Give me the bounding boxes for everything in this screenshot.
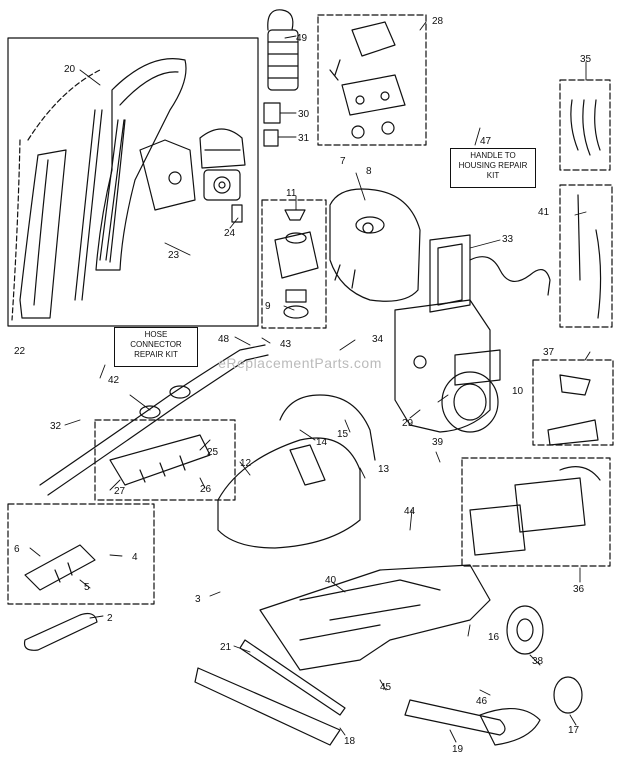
callout-14: 14 (316, 437, 328, 448)
brush-strips (570, 99, 601, 156)
callout-22: 22 (14, 346, 26, 357)
callout-16: 16 (488, 632, 500, 643)
callout-11: 11 (286, 188, 297, 199)
nozzle-group-box (532, 359, 614, 446)
nozzle-tip (479, 707, 541, 746)
callout-45: 45 (380, 682, 392, 693)
crevice-tool (24, 544, 96, 591)
callout-48: 48 (218, 334, 230, 345)
callout-28: 28 (432, 16, 444, 27)
callout-24: 24 (224, 228, 236, 239)
callout-5: 5 (84, 582, 90, 593)
spray-tube (577, 194, 602, 319)
watermark: eReplacementParts.com (218, 355, 382, 371)
handle-right-shell (95, 58, 187, 271)
hose-clip-assembly (139, 128, 246, 223)
callout-2: 2 (107, 613, 113, 624)
kit-label-line: CONNECTOR (130, 340, 182, 349)
handle-bail (279, 394, 376, 461)
brush-roll (404, 699, 506, 736)
valve-group-box (261, 199, 327, 329)
callout-31: 31 (298, 133, 310, 144)
brush-strip-group-box (559, 79, 611, 171)
callout-32: 32 (50, 421, 62, 432)
clip-31 (263, 129, 279, 147)
handle-group-box (7, 37, 259, 327)
callout-19: 19 (452, 744, 464, 755)
callout-20: 20 (64, 64, 76, 75)
nozzle-parts (547, 374, 599, 446)
upholstery-tool-group-box (94, 419, 236, 501)
motor-housing (394, 234, 501, 433)
handle-housing-kit-label: HANDLE TO HOUSING REPAIR KIT (450, 148, 536, 188)
kit-label-line: HOSE (144, 330, 168, 339)
kit-label-line: HOUSING REPAIR (458, 161, 528, 170)
callout-49: 49 (296, 33, 308, 44)
callout-12: 12 (240, 458, 252, 469)
callout-10: 10 (512, 386, 524, 397)
kit-label-line: REPAIR KIT (134, 350, 178, 359)
callout-47: 47 (480, 136, 492, 147)
crevice-tool-group-box (7, 503, 155, 605)
clean-water-tank (329, 188, 421, 302)
callout-30: 30 (298, 109, 310, 120)
callout-3: 3 (195, 594, 201, 605)
accessory-hose (39, 344, 269, 496)
callout-27: 27 (114, 486, 126, 497)
callout-39: 39 (432, 437, 444, 448)
spray-tube-group-box (559, 184, 613, 328)
tank-cap (362, 222, 374, 234)
bristle-strip (194, 667, 341, 746)
drive-belt (553, 676, 583, 714)
pump-group-box (317, 14, 427, 146)
valve-assembly (274, 209, 319, 319)
callout-26: 26 (200, 484, 212, 495)
kit-label-line: KIT (486, 171, 500, 180)
squeegee-strip (239, 639, 346, 716)
callout-9: 9 (265, 301, 271, 312)
callout-37: 37 (543, 347, 555, 358)
callout-44: 44 (404, 506, 416, 517)
upholstery-tool (109, 434, 211, 486)
hose-connector-kit-label: HOSE CONNECTOR REPAIR KIT (114, 327, 198, 367)
callout-38: 38 (532, 656, 544, 667)
callout-46: 46 (476, 696, 488, 707)
callout-18: 18 (344, 736, 356, 747)
callout-8: 8 (366, 166, 372, 177)
callout-25: 25 (207, 447, 219, 458)
callout-33: 33 (502, 234, 514, 245)
callout-6: 6 (14, 544, 20, 555)
leader-lines (29, 21, 591, 743)
extension-wand (23, 612, 98, 651)
hose-hook (267, 9, 299, 91)
callout-13: 13 (378, 464, 390, 475)
agitator-parts (469, 466, 601, 556)
clip-30 (263, 102, 281, 124)
callout-40: 40 (325, 575, 337, 586)
callout-41: 41 (538, 207, 550, 218)
callout-15: 15 (337, 429, 349, 440)
callout-43: 43 (280, 339, 292, 350)
callout-21: 21 (220, 642, 232, 653)
callout-29: 29 (402, 418, 414, 429)
callout-23: 23 (168, 250, 180, 261)
handle-left-shell (11, 69, 101, 321)
handle-rods (74, 109, 125, 301)
base-chassis (259, 564, 491, 671)
rear-wheel-hub (516, 618, 534, 642)
agitator-group-box (461, 457, 611, 567)
callout-34: 34 (372, 334, 384, 345)
power-cord (469, 256, 551, 296)
rear-wheel (506, 605, 544, 655)
callout-17: 17 (568, 725, 580, 736)
callout-36: 36 (573, 584, 585, 595)
front-cover (217, 437, 361, 549)
callout-42: 42 (108, 375, 120, 386)
pump-assembly (329, 21, 406, 139)
callout-4: 4 (132, 552, 138, 563)
callout-7: 7 (340, 156, 346, 167)
callout-35: 35 (580, 54, 592, 65)
kit-label-line: HANDLE TO (470, 151, 516, 160)
